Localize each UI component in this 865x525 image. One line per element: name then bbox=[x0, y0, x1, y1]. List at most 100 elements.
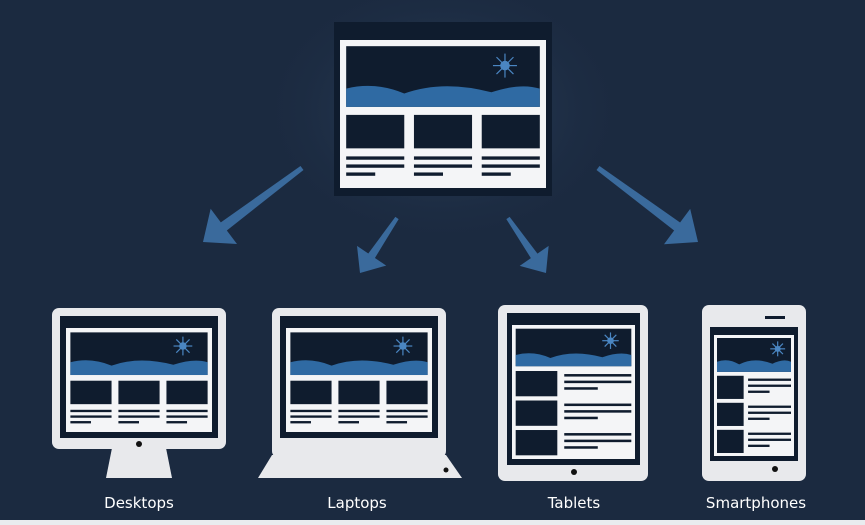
text-line bbox=[481, 172, 511, 176]
text-line bbox=[564, 416, 598, 420]
text-line bbox=[386, 421, 408, 424]
text-line bbox=[338, 415, 380, 418]
text-line bbox=[338, 409, 380, 413]
sun-icon bbox=[602, 332, 619, 349]
smartphone-icon bbox=[702, 305, 806, 481]
content-row bbox=[717, 375, 791, 399]
sun-core bbox=[774, 345, 781, 352]
content-row bbox=[515, 430, 632, 456]
content-column bbox=[413, 114, 473, 176]
image-placeholder bbox=[166, 380, 208, 405]
text-line bbox=[748, 384, 791, 387]
label-desktops: Desktops bbox=[104, 494, 174, 512]
content-row bbox=[717, 429, 791, 453]
text-line bbox=[118, 409, 160, 413]
content-column bbox=[290, 380, 332, 424]
text-line bbox=[346, 156, 405, 160]
arrow-icon bbox=[596, 165, 698, 245]
sun-core bbox=[399, 342, 407, 350]
hill-wave bbox=[290, 360, 428, 376]
text-line bbox=[413, 172, 443, 176]
text-line bbox=[166, 415, 208, 418]
sun-icon bbox=[173, 336, 193, 356]
text-line bbox=[481, 164, 540, 168]
content-column bbox=[346, 114, 405, 176]
image-placeholder bbox=[70, 380, 112, 405]
text-line bbox=[290, 421, 311, 424]
laptop-icon bbox=[258, 308, 462, 478]
text-line bbox=[118, 415, 160, 418]
text-line bbox=[748, 438, 791, 441]
text-line bbox=[346, 172, 376, 176]
text-line bbox=[748, 411, 791, 414]
image-placeholder bbox=[515, 371, 558, 397]
image-placeholder bbox=[515, 430, 558, 456]
text-line bbox=[564, 439, 632, 443]
text-line bbox=[338, 421, 359, 424]
image-placeholder bbox=[386, 380, 428, 405]
content-column bbox=[338, 380, 380, 424]
content-column bbox=[118, 380, 160, 424]
label-laptops: Laptops bbox=[327, 494, 387, 512]
sun-core bbox=[179, 342, 187, 350]
text-line bbox=[386, 409, 428, 413]
text-line bbox=[748, 432, 791, 435]
sun-icon bbox=[393, 336, 413, 356]
hill-wave bbox=[346, 85, 540, 107]
text-line bbox=[564, 387, 598, 390]
text-line bbox=[748, 405, 791, 408]
arrows bbox=[203, 165, 698, 273]
text-line bbox=[564, 433, 632, 436]
image-placeholder bbox=[346, 114, 405, 149]
hill-wave bbox=[717, 360, 791, 372]
text-line bbox=[118, 421, 139, 424]
content-row bbox=[515, 400, 632, 426]
content-column bbox=[166, 380, 208, 424]
sun-icon bbox=[770, 341, 786, 357]
bottom-border bbox=[0, 520, 865, 525]
content-row bbox=[515, 371, 632, 397]
text-line bbox=[748, 417, 770, 420]
tablet-icon bbox=[498, 305, 648, 481]
text-line bbox=[564, 380, 632, 384]
arrow-icon bbox=[203, 165, 304, 245]
image-placeholder bbox=[717, 402, 744, 426]
image-placeholder bbox=[413, 114, 473, 149]
image-placeholder bbox=[290, 380, 332, 405]
label-smartphones: Smartphones bbox=[705, 494, 807, 512]
content-column bbox=[481, 114, 540, 176]
hill-wave bbox=[515, 353, 632, 367]
source-webpage-mockup bbox=[334, 22, 552, 196]
content-row bbox=[717, 402, 791, 426]
text-line bbox=[564, 446, 598, 449]
image-placeholder bbox=[338, 380, 380, 405]
text-line bbox=[290, 415, 332, 418]
text-line bbox=[748, 378, 791, 381]
arrow-icon bbox=[357, 216, 399, 273]
text-line bbox=[166, 421, 188, 424]
text-line bbox=[748, 390, 770, 393]
text-line bbox=[346, 164, 405, 168]
text-line bbox=[70, 415, 112, 418]
text-line bbox=[70, 421, 91, 424]
content-column bbox=[386, 380, 428, 424]
image-placeholder bbox=[481, 114, 540, 149]
text-line bbox=[564, 374, 632, 377]
desktop-monitor-icon bbox=[52, 308, 226, 478]
text-line bbox=[70, 409, 112, 413]
image-placeholder bbox=[717, 375, 744, 399]
sun-icon bbox=[492, 53, 517, 78]
sun-core bbox=[607, 337, 614, 344]
text-line bbox=[413, 164, 473, 168]
label-tablets: Tablets bbox=[547, 494, 601, 512]
sun-core bbox=[500, 60, 510, 71]
text-line bbox=[564, 410, 632, 413]
arrow-icon bbox=[506, 216, 549, 273]
image-placeholder bbox=[717, 429, 744, 453]
text-line bbox=[481, 156, 540, 160]
content-column bbox=[70, 380, 112, 424]
text-line bbox=[166, 409, 208, 413]
text-line bbox=[413, 156, 473, 160]
text-line bbox=[564, 403, 632, 407]
